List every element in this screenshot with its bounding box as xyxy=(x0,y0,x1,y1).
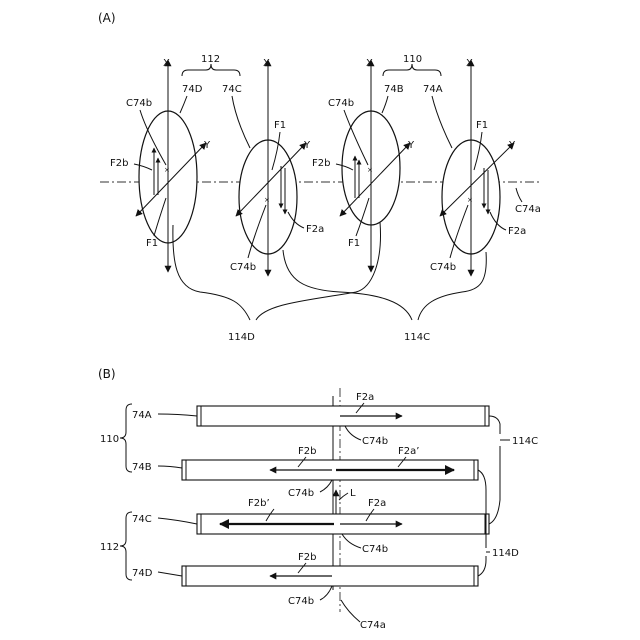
leader-74c xyxy=(158,518,197,524)
brace-110 xyxy=(383,64,441,76)
label-f2b: F2b xyxy=(298,552,316,563)
bracket-110 xyxy=(120,404,132,472)
lens-label-74c: 74C xyxy=(222,84,242,95)
leader-c74b xyxy=(342,534,361,548)
label-c74b: C74b xyxy=(126,98,152,109)
label-f1: F1 xyxy=(476,120,488,131)
bundle-114c-line xyxy=(283,250,412,320)
x-axis-label: X xyxy=(263,58,270,69)
center-mark: × xyxy=(467,196,473,204)
brace-112 xyxy=(182,64,240,76)
leader-c74b xyxy=(320,480,332,492)
label-f1: F1 xyxy=(146,238,158,249)
bar-74c: 74C F2b’ F2a C74b xyxy=(132,498,489,555)
label-f2b: F2b xyxy=(298,446,316,457)
center-mark: × xyxy=(367,166,373,174)
label-114c: 114C xyxy=(512,436,538,447)
label-c74b: C74b xyxy=(328,98,354,109)
lens-74c: X Y × 74C F1 F2a C74b xyxy=(222,58,324,276)
label-114d: 114D xyxy=(492,548,519,559)
x-axis-label: X xyxy=(163,58,170,69)
leader-74a xyxy=(432,96,452,148)
label-f2a-prime: F2a’ xyxy=(398,446,419,457)
bar-label-74b: 74B xyxy=(132,462,152,473)
label-f2a: F2a xyxy=(368,498,386,509)
leader-74a xyxy=(158,414,197,416)
panel-b-label: (B) xyxy=(98,367,116,381)
lens-label-74b: 74B xyxy=(384,84,404,95)
bar-74a: 74A F2a C74b xyxy=(132,392,489,447)
bundle-114c-line xyxy=(489,416,500,434)
label-f2b-prime: F2b’ xyxy=(248,498,270,509)
leader-74b xyxy=(382,96,388,113)
label-f2b: F2b xyxy=(312,158,330,169)
label-114d: 114D xyxy=(228,332,255,343)
lens-74a: X Y × 74A F1 F2a C74b xyxy=(423,58,526,276)
panel-a-label: (A) xyxy=(98,11,116,25)
label-112: 112 xyxy=(201,54,220,65)
lens-74d: X Y × C74b F2b F1 74D xyxy=(110,58,211,272)
label-c74a: C74a xyxy=(360,620,386,631)
label-c74a: C74a xyxy=(515,204,541,215)
label-c74b: C74b xyxy=(362,436,388,447)
leader-74b xyxy=(158,466,182,468)
label-112: 112 xyxy=(100,542,119,553)
bracket-112 xyxy=(120,512,132,580)
lens-74b: X Y × C74b F2b F1 74B xyxy=(312,58,415,272)
leader-c74a xyxy=(341,600,360,622)
lens-label-74a: 74A xyxy=(423,84,443,95)
center-mark: × xyxy=(164,166,170,174)
label-c74b: C74b xyxy=(288,596,314,607)
bundle-114d-line xyxy=(478,470,486,548)
panel-a: (A) C74a 112 110 X Y × C74b F2b F1 74D xyxy=(98,11,541,343)
label-f2b: F2b xyxy=(110,158,128,169)
bar-label-74c: 74C xyxy=(132,514,152,525)
label-110: 110 xyxy=(403,54,422,65)
leader-c74a xyxy=(516,188,522,202)
leader-74d xyxy=(180,96,187,113)
y-axis-label: Y xyxy=(303,140,311,151)
bundle-114d-line xyxy=(478,556,486,576)
x-axis-label: X xyxy=(466,58,473,69)
y-axis-label: Y xyxy=(508,140,516,151)
leader-74c xyxy=(232,96,250,148)
label-c74b: C74b xyxy=(288,488,314,499)
panel-b: (B) C74a 110 112 74A F2a C74b xyxy=(98,367,538,631)
label-f2a: F2a xyxy=(306,224,324,235)
y-axis-label: Y xyxy=(407,140,415,151)
lens-label-74d: 74D xyxy=(182,84,203,95)
leader-c74b xyxy=(345,426,361,440)
label-c74b: C74b xyxy=(430,262,456,273)
label-f2a: F2a xyxy=(356,392,374,403)
bundle-114c-line xyxy=(489,446,500,524)
label-l: L xyxy=(350,488,356,499)
leader-c74b xyxy=(320,586,332,600)
y-axis-label: Y xyxy=(203,140,211,151)
label-f1: F1 xyxy=(348,238,360,249)
bar-label-74a: 74A xyxy=(132,410,152,421)
label-c74b: C74b xyxy=(362,544,388,555)
label-f2a: F2a xyxy=(508,226,526,237)
bar-label-74d: 74D xyxy=(132,568,153,579)
x-axis-label: X xyxy=(366,58,373,69)
label-114c: 114C xyxy=(404,332,430,343)
leader-74d xyxy=(158,572,182,576)
label-f1: F1 xyxy=(274,120,286,131)
label-c74b: C74b xyxy=(230,262,256,273)
bar-74b: 74B F2b F2a’ C74b xyxy=(132,446,478,499)
label-110: 110 xyxy=(100,434,119,445)
center-mark: × xyxy=(264,196,270,204)
bar-74d: 74D F2b C74b xyxy=(132,552,478,607)
